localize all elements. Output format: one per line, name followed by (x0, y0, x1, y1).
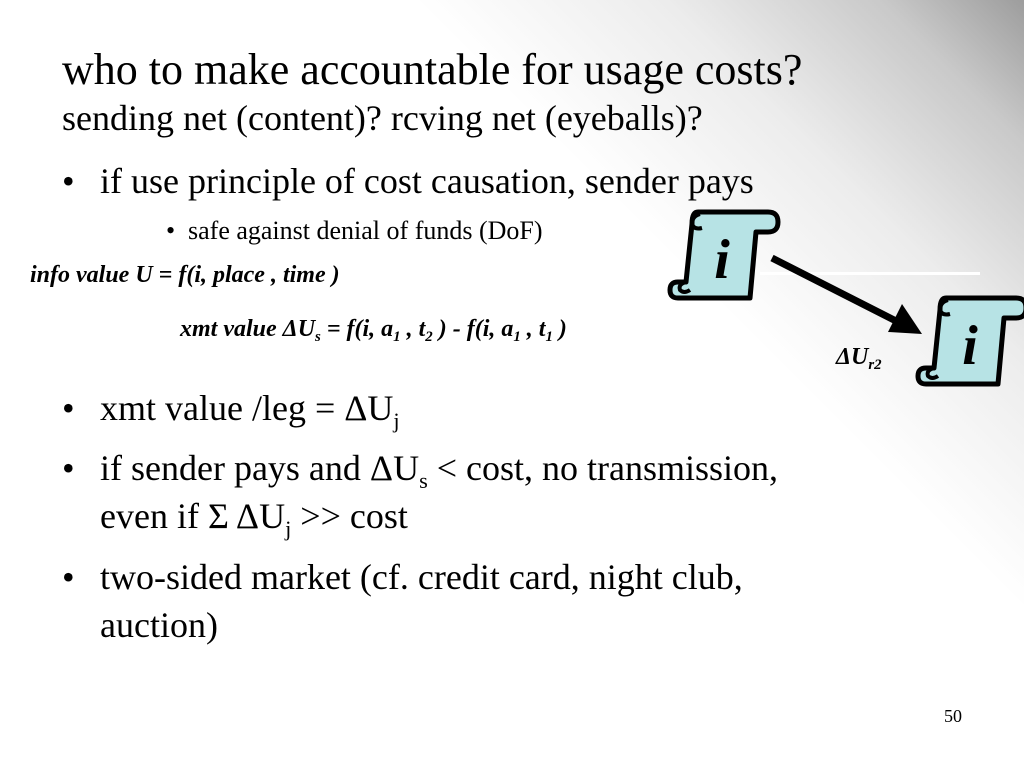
bullet-cost-causation: •if use principle of cost causation, sen… (62, 157, 754, 205)
scroll-info-icon: i (915, 295, 1024, 387)
bullet-sender-pays: •if sender pays and ΔUs < cost, no trans… (62, 444, 778, 492)
info-value-formula: info value U = f(i, place , time ) (30, 262, 340, 288)
scroll-info-icon: i (667, 209, 781, 301)
bullet-dot: • (62, 448, 75, 488)
bullet-sender-pays-cont: even if Σ ΔUj >> cost (100, 496, 408, 541)
bullet-dot: • (62, 557, 75, 597)
slide-subtitle: sending net (content)? rcving net (eyeba… (62, 98, 703, 138)
slide-title: who to make accountable for usage costs? (62, 45, 803, 94)
bullet-dot: • (166, 216, 176, 245)
page-number: 50 (944, 706, 962, 726)
delta-u-r2-label: ΔUr2 (836, 344, 882, 374)
xmt-value-formula: xmt value ΔUs = f(i, a1 , t2 ) - f(i, a1… (180, 316, 567, 346)
sub-bullet-dof: •safe against denial of funds (DoF) (166, 216, 543, 245)
scroll-letter: i (962, 315, 978, 377)
bullet-two-sided-market: •two-sided market (cf. credit card, nigh… (62, 553, 743, 601)
scroll-letter: i (714, 229, 730, 291)
bullet-xmt-value-per-leg: •xmt value /leg = ΔUj (62, 384, 400, 432)
bullet-dot: • (62, 388, 75, 428)
divider-line (760, 272, 980, 275)
bullet-dot: • (62, 161, 75, 201)
bullet-two-sided-market-cont: auction) (100, 605, 218, 645)
